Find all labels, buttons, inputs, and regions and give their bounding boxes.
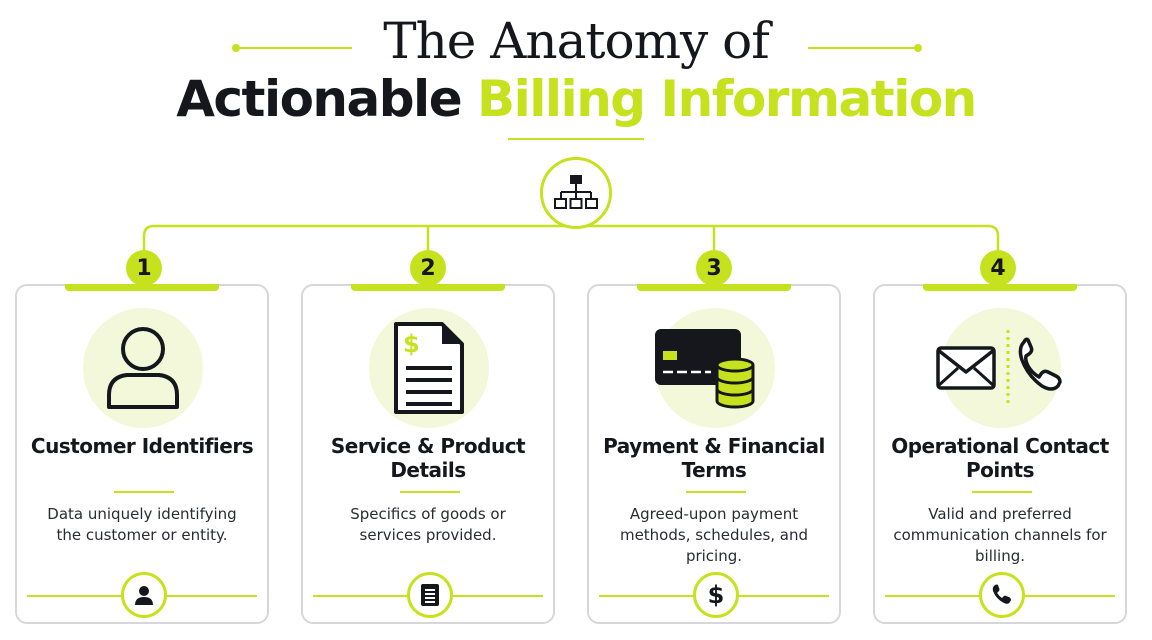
user-small-icon (135, 586, 153, 605)
user-icon (107, 327, 179, 409)
card-top-tab (351, 284, 505, 291)
page-title-line2: Actionable Billing Information (0, 70, 1152, 128)
card-title: Service & Product Details (330, 434, 526, 482)
svg-text:$: $ (403, 330, 420, 358)
card-top-tab (923, 284, 1077, 291)
card-title-underline (400, 491, 460, 493)
hub-node (540, 157, 612, 229)
card-icon-circle (83, 308, 203, 428)
card-description: Valid and preferred communication channe… (893, 505, 1107, 565)
card-title-underline (686, 491, 746, 493)
page-title-main: Actionable (176, 70, 462, 128)
card-service-product-details: $ Service & Product Details Specifics of… (301, 284, 555, 624)
card-payment-financial-terms: Payment & Financial Terms Agreed-upon pa… (587, 284, 841, 624)
card-title-underline (114, 491, 174, 493)
card-top-tab (65, 284, 219, 291)
card-bottom-badge (407, 572, 453, 618)
step-badge-2: 2 (410, 250, 446, 286)
connector-branch-line (142, 224, 1000, 252)
card-title: Payment & Financial Terms (603, 434, 825, 482)
step-badge-4: 4 (980, 250, 1016, 286)
page-title-line1: The Anatomy of (383, 12, 770, 70)
title-decoration-right-dot (914, 44, 922, 52)
card-bottom-badge: $ (693, 572, 739, 618)
document-small-icon (421, 584, 439, 606)
page-title-accent: Billing Information (477, 70, 977, 128)
card-operational-contact-points: Operational Contact Points Valid and pre… (873, 284, 1127, 624)
phone-small-icon (992, 584, 1011, 604)
card-customer-identifiers: Customer Identifiers Data uniquely ident… (15, 284, 269, 624)
org-chart-icon (554, 175, 598, 209)
card-description: Data uniquely identifying the customer o… (47, 505, 237, 544)
card-icon-circle (936, 308, 1062, 428)
card-description: Specifics of goods or services provided. (350, 505, 506, 544)
card-bottom-badge (979, 572, 1025, 618)
title-decoration-right-line (808, 47, 918, 49)
step-badge-3: 3 (696, 250, 732, 286)
title-underline (508, 138, 644, 140)
step-badge-1: 1 (126, 250, 162, 286)
card-icon-circle (655, 308, 775, 428)
title-decoration-left-line (236, 47, 352, 49)
envelope-phone-icon (936, 330, 1062, 406)
card-top-tab (637, 284, 791, 291)
card-title: Operational Contact Points (891, 434, 1109, 482)
card-icon-circle: $ (369, 308, 489, 428)
card-title-underline (972, 491, 1032, 493)
card-bottom-badge (121, 572, 167, 618)
dollar-icon: $ (707, 581, 725, 609)
card-title: Customer Identifiers (30, 434, 254, 458)
connector-tree (142, 224, 1000, 252)
card-description: Agreed-upon payment methods, schedules, … (619, 505, 809, 565)
credit-card-coins-icon (655, 329, 755, 409)
title-decoration-left-dot (232, 44, 240, 52)
invoice-document-icon: $ (394, 322, 464, 414)
